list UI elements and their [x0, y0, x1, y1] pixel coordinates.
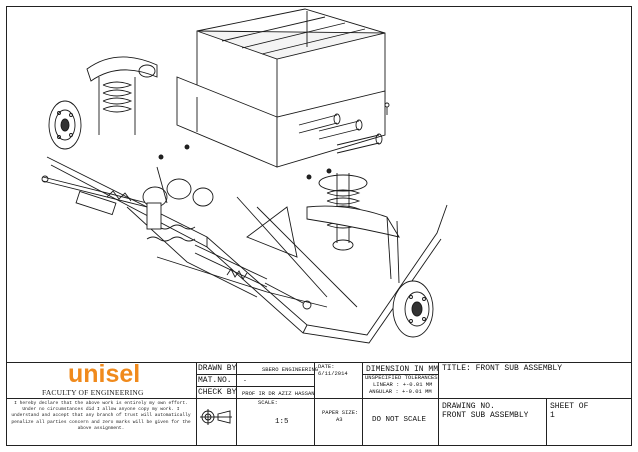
date-label: DATE:	[318, 364, 335, 370]
divider	[196, 398, 314, 399]
divider	[438, 362, 439, 446]
dimension-label: DIMENSION IN MM	[366, 365, 439, 374]
mat-no-value: -	[243, 377, 247, 384]
front-sub-assembly-drawing	[41, 8, 448, 344]
sheet-of-label: SHEET OF	[550, 402, 589, 411]
drawn-by-label: DRAWN BY	[198, 364, 237, 373]
divider	[236, 362, 237, 398]
check-by-value: PROF IR DR AZIZ HASSAN	[242, 391, 315, 397]
steering-column	[142, 166, 214, 230]
steering-rack	[75, 190, 312, 310]
tolerance-linear: LINEAR : +-0.01 MM	[373, 382, 433, 388]
paper-size-value: A3	[336, 417, 343, 423]
divider	[362, 362, 363, 446]
divider	[314, 362, 315, 446]
tolerance-angular: ANGULAR : +-0.01 MM	[369, 389, 432, 395]
drawing-title: TITLE: FRONT SUB ASSEMBLY	[442, 364, 563, 373]
sheet-of-value: 1	[550, 411, 555, 420]
divider	[196, 374, 314, 375]
divider	[314, 398, 362, 399]
exhaust-pipes	[298, 102, 390, 154]
divider	[196, 362, 197, 446]
divider	[362, 398, 632, 399]
check-by-label: CHECK BY	[198, 388, 237, 397]
left-wheel-hub	[48, 100, 82, 150]
unisel-logo: unisel	[68, 362, 141, 388]
right-control-arm	[246, 205, 400, 284]
divider	[6, 398, 196, 399]
engine-block	[176, 8, 386, 168]
drawing-no-label: DRAWING NO.	[442, 402, 495, 411]
logo-cell: unisel FACULTY OF ENGINEERING	[6, 362, 196, 398]
drawn-by-value: SBERO ENGINEERING	[262, 367, 319, 373]
paper-size-label: PAPER SIZE:	[322, 410, 359, 416]
divider	[546, 398, 547, 446]
left-coilover	[86, 56, 158, 135]
mat-no-label: MAT.NO.	[198, 376, 232, 385]
chassis-frame	[46, 156, 448, 344]
divider	[362, 374, 438, 375]
drawing-no-value: FRONT SUB ASSEMBLY	[442, 411, 529, 420]
title-block	[6, 362, 632, 446]
scale-value: 1:5	[275, 418, 289, 426]
tolerance-title: UNSPECIFIED TOLERANCES	[365, 375, 438, 381]
do-not-scale-label: DO NOT SCALE	[372, 416, 427, 424]
bolts	[158, 144, 332, 180]
scale-label: SCALE:	[258, 400, 278, 406]
divider	[196, 386, 314, 387]
first-angle-projection-icon	[200, 409, 232, 425]
faculty-label: FACULTY OF ENGINEERING	[42, 388, 144, 397]
disclaimer-text: I hereby declare that the above work is …	[11, 401, 191, 431]
date-value: 6/11/2014	[318, 371, 348, 377]
right-wheel-hub	[392, 280, 434, 338]
divider	[236, 398, 237, 446]
